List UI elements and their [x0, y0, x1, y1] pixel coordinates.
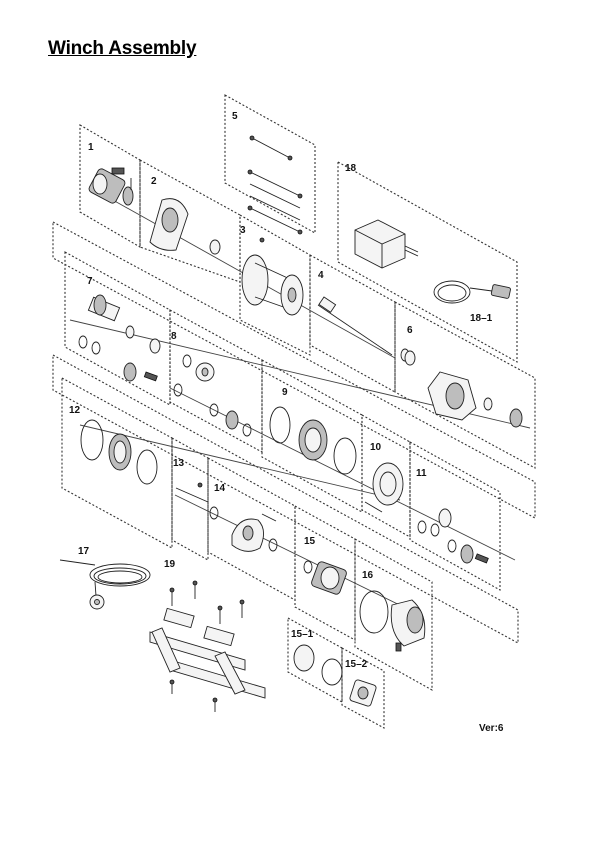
callout-11: 11: [416, 468, 427, 479]
drum-part: [241, 237, 304, 316]
group-box-15-2: [341, 647, 385, 729]
group-box-18: [337, 161, 518, 363]
callout-6: 6: [407, 325, 413, 336]
callout-labels: 1 2 3 4 5 6 7 8 9 10 11 12 13 14 15 15–1…: [69, 111, 493, 670]
group-box-15-1: [287, 617, 343, 703]
brake-hub-part: [209, 506, 278, 552]
callout-3: 3: [240, 225, 246, 236]
group-box-6: [394, 301, 536, 469]
ring-gear-part: [269, 406, 357, 475]
callout-4: 4: [318, 270, 324, 281]
group-box-3: [239, 214, 311, 356]
callout-16: 16: [362, 570, 374, 581]
callout-13: 13: [173, 458, 185, 469]
axis-ring-gear: [79, 424, 401, 501]
group-box-11: [409, 441, 501, 591]
callout-7: 7: [87, 276, 93, 287]
callout-15-2: 15–2: [345, 659, 368, 670]
callout-1: 1: [88, 142, 94, 153]
wire-rope-hook-part: [59, 559, 151, 610]
brake-housing-part: [359, 590, 426, 652]
group-box-main-lower: [52, 354, 519, 644]
mounting-frame-part: [149, 580, 266, 712]
group-box-10: [361, 414, 411, 538]
group-box-12: [61, 377, 173, 549]
callout-14: 14: [214, 483, 226, 494]
group-box-13: [171, 437, 209, 561]
callout-15-1: 15–1: [291, 629, 314, 640]
version-label: Ver:6: [479, 723, 504, 734]
page-title: Winch Assembly: [48, 38, 197, 59]
planetary-carrier-part: [173, 354, 252, 437]
tie-rods-part: [247, 135, 303, 235]
motor-part: [88, 167, 134, 206]
control-box-part: [354, 219, 511, 304]
group-box-16: [354, 538, 433, 691]
brake-disc-part: [293, 644, 377, 707]
callout-8: 8: [171, 331, 177, 342]
gear-shaft-part: [78, 294, 161, 382]
callout-19: 19: [164, 559, 176, 570]
axis-lower: [174, 494, 421, 616]
group-box-7: [64, 251, 171, 406]
callout-18-1: 18–1: [470, 313, 493, 324]
brake-assembly-part: [303, 560, 347, 595]
group-box-main-upper: [52, 221, 536, 519]
ring-bearing-part: [80, 419, 158, 485]
group-box-4: [309, 254, 396, 393]
callout-15: 15: [304, 536, 316, 547]
input-shaft-part: [175, 482, 209, 503]
group-box-1: [79, 124, 141, 248]
callout-5: 5: [232, 111, 238, 122]
callout-17: 17: [78, 546, 90, 557]
group-box-8: [169, 309, 263, 453]
group-box-5: [224, 94, 316, 234]
callout-18: 18: [345, 163, 357, 174]
output-gear-part: [417, 508, 489, 564]
motor-flange-part: [149, 198, 221, 255]
callout-2: 2: [151, 176, 157, 187]
group-box-9: [261, 359, 363, 513]
gear-cover-part: [364, 462, 404, 513]
end-housing-part: [404, 350, 523, 428]
callout-10: 10: [370, 442, 382, 453]
group-box-15: [294, 505, 356, 641]
callout-12: 12: [69, 405, 81, 416]
callout-9: 9: [282, 387, 288, 398]
